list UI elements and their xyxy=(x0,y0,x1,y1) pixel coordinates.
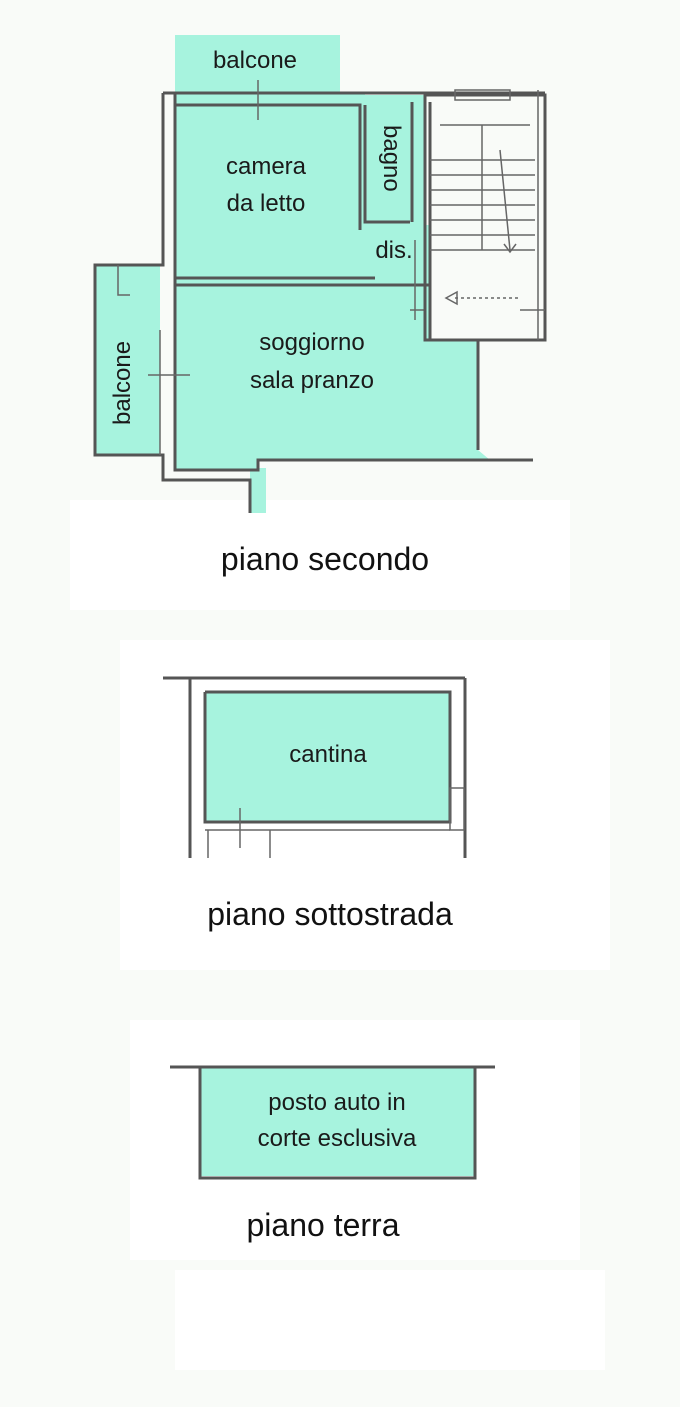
room-cantina xyxy=(205,692,450,822)
label-dis: dis. xyxy=(375,237,412,264)
floor-plan-ground: posto auto in corte esclusiva xyxy=(170,1065,495,1180)
room-balcone-side xyxy=(95,265,160,455)
label-posto-line2: corte esclusiva xyxy=(258,1125,417,1152)
label-camera-line2: da letto xyxy=(227,190,306,217)
room-soggiorno xyxy=(175,278,490,470)
floor-title-ground: piano terra xyxy=(247,1207,400,1243)
label-cantina: cantina xyxy=(289,741,367,768)
label-soggiorno-line1: soggiorno xyxy=(259,329,364,356)
label-bagno: bagno xyxy=(378,125,405,192)
room-bagno xyxy=(365,95,425,230)
room-posto-auto xyxy=(200,1068,475,1176)
room-disimpegno xyxy=(360,225,430,280)
room-camera-da-letto xyxy=(175,93,365,278)
stairwell xyxy=(423,89,547,342)
floor-title-second: piano secondo xyxy=(221,541,429,577)
label-soggiorno-line2: sala pranzo xyxy=(250,367,374,394)
floor-plan-second: balcone camera da letto bagno dis. balco… xyxy=(93,35,547,513)
label-balcone-top: balcone xyxy=(213,47,297,74)
label-balcone-side: balcone xyxy=(109,341,136,425)
floor-plan-basement: cantina xyxy=(163,676,467,858)
label-posto-line1: posto auto in xyxy=(268,1089,405,1116)
floor-title-basement: piano sottostrada xyxy=(207,896,453,932)
label-camera-line1: camera xyxy=(226,153,307,180)
